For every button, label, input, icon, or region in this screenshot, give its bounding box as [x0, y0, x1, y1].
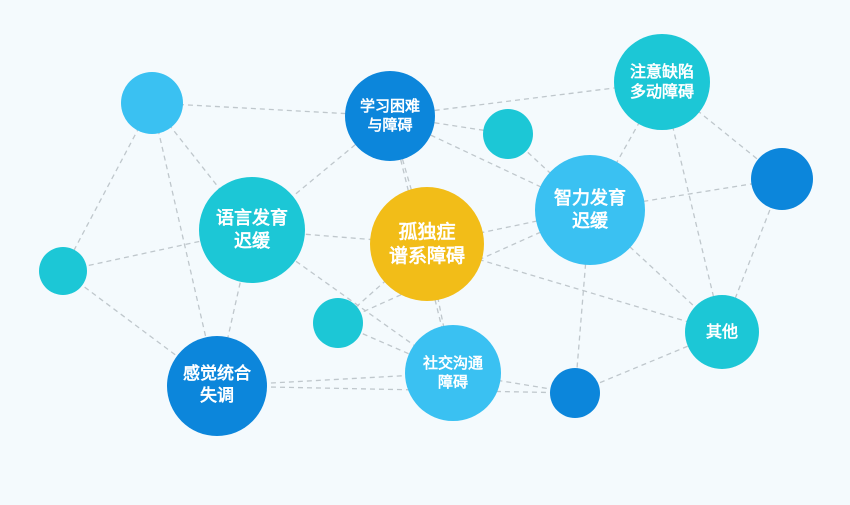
node-label-intellectual: 智力发育 迟缓 [554, 187, 626, 232]
node-label-autism: 孤独症 谱系障碍 [388, 220, 465, 267]
node-other: 其他 [685, 295, 759, 369]
link-autism-other [426, 243, 723, 333]
node-label-sensory: 感觉统合 失调 [183, 364, 251, 406]
link-sensory-blank6 [216, 385, 576, 394]
node-learning: 学习困难 与障碍 [345, 71, 435, 161]
node-sensory: 感觉统合 失调 [167, 336, 267, 436]
node-label-social: 社交沟通 障碍 [422, 353, 483, 391]
node-label-adhd: 注意缺陷 多动障碍 [629, 61, 694, 101]
node-blank6 [550, 368, 600, 418]
node-blank3 [483, 109, 533, 159]
link-intellectual-blank5 [589, 178, 783, 211]
node-blank4 [313, 298, 363, 348]
link-adhd-other [661, 81, 723, 333]
node-blank2 [39, 247, 87, 295]
node-adhd: 注意缺陷 多动障碍 [614, 34, 710, 130]
node-label-other: 其他 [705, 321, 738, 341]
link-blank1-blank2 [62, 102, 153, 272]
node-label-learning: 学习困难 与障碍 [359, 96, 420, 134]
node-blank1 [121, 72, 183, 134]
node-intellectual: 智力发育 迟缓 [535, 155, 645, 265]
node-language: 语言发育 迟缓 [199, 177, 305, 283]
node-label-language: 语言发育 迟缓 [216, 207, 288, 252]
node-social: 社交沟通 障碍 [405, 325, 501, 421]
link-adhd-intellectual [589, 81, 663, 211]
node-autism: 孤独症 谱系障碍 [370, 187, 484, 301]
link-blank1-sensory [151, 102, 218, 387]
node-blank5 [751, 148, 813, 210]
